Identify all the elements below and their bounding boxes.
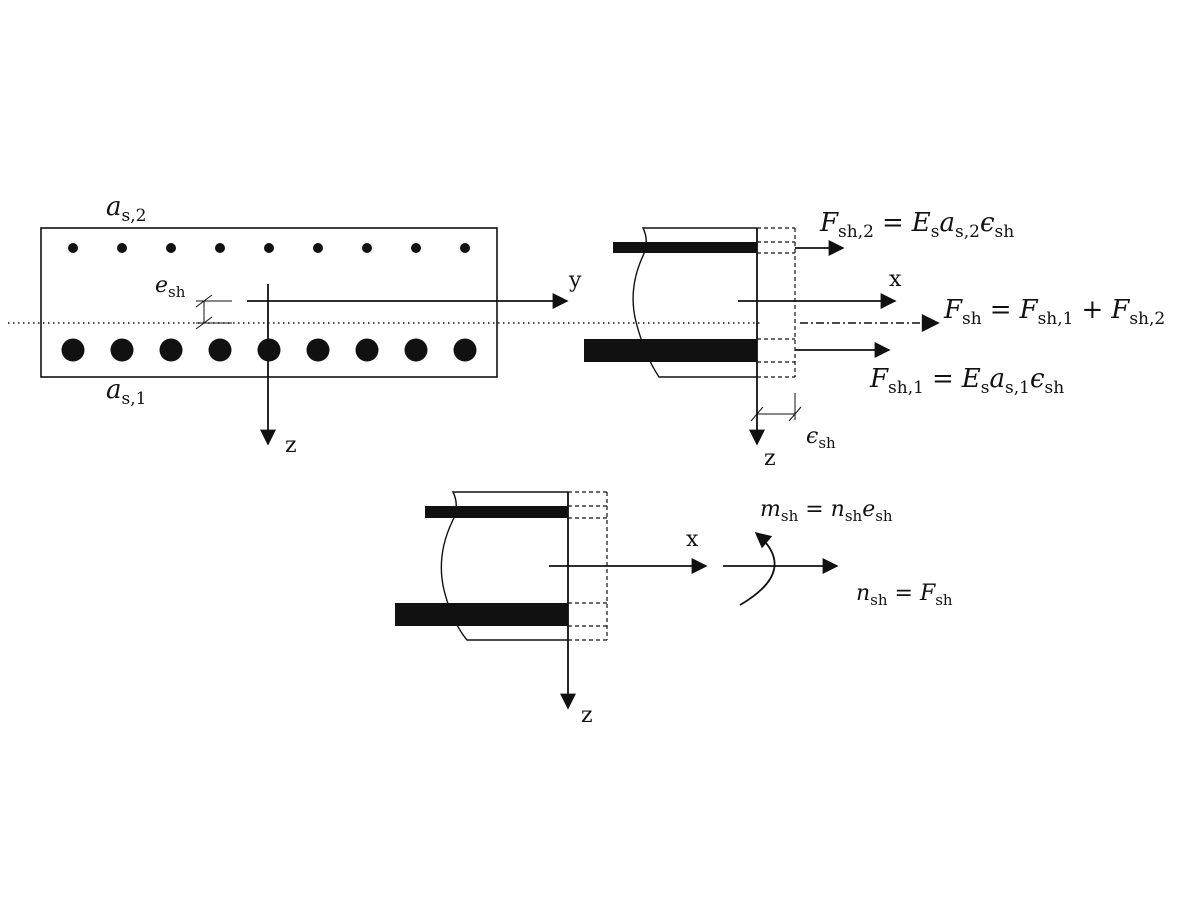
- bottom-rebar: [355, 338, 379, 362]
- bottom-rebar: [61, 338, 85, 362]
- side-view-steel-forces: x z ϵsh Fsh,2=Esas,2ϵsh Fsh=Fsh,1+Fsh,2 …: [584, 208, 1165, 471]
- eps-dimension-slash-left: [750, 406, 764, 422]
- equation-fsh2: Fsh,2=Esas,2ϵsh: [819, 208, 1014, 242]
- label-eps-sh: ϵsh: [806, 424, 836, 452]
- top-rebar: [411, 243, 421, 253]
- top-rebar: [166, 243, 176, 253]
- bottom-rebar: [306, 338, 330, 362]
- bottom-rebar: [257, 338, 281, 362]
- equation-fsh: Fsh=Fsh,1+Fsh,2: [943, 295, 1165, 329]
- bottom-rebar-row: [61, 338, 477, 362]
- label-x-axis-mid: x: [889, 267, 902, 292]
- equation-msh: msh=nshesh: [760, 497, 893, 525]
- equation-fsh1: Fsh,1=Esas,1ϵsh: [869, 364, 1064, 398]
- bottom-rebar: [110, 338, 134, 362]
- bottom-rebar: [404, 338, 428, 362]
- label-esh: esh: [155, 273, 186, 301]
- bottom-bar-bottom-view: [395, 603, 568, 626]
- label-x-axis-bottom: x: [686, 527, 699, 552]
- label-z-axis-mid: z: [764, 446, 776, 471]
- esh-dimension-slash-top: [195, 294, 213, 308]
- top-rebar: [264, 243, 274, 253]
- shrinkage-extension-dashed: [757, 227, 796, 378]
- top-bar-side: [613, 242, 757, 253]
- label-z-axis-left: z: [285, 433, 297, 458]
- top-rebar: [313, 243, 323, 253]
- top-rebar: [117, 243, 127, 253]
- top-rebar-row: [68, 243, 470, 253]
- esh-dimension-slash-bottom: [195, 316, 213, 330]
- top-rebar: [362, 243, 372, 253]
- top-bar-bottom-view: [425, 506, 568, 518]
- bottom-rebar: [159, 338, 183, 362]
- cross-section: as,2 as,1 esh y z: [8, 192, 760, 458]
- msh-moment-arrow: [739, 531, 776, 606]
- label-as1: as,1: [106, 375, 146, 409]
- eps-dimension-slash-right: [788, 406, 802, 422]
- section-outline: [40, 227, 498, 378]
- top-rebar: [460, 243, 470, 253]
- bottom-rebar: [208, 338, 232, 362]
- bottom-bar-side: [584, 339, 757, 362]
- top-rebar: [68, 243, 78, 253]
- equation-nsh: nsh=Fsh: [856, 581, 953, 609]
- top-rebar: [215, 243, 225, 253]
- label-y-axis: y: [568, 268, 582, 293]
- label-z-axis-bottom: z: [581, 703, 593, 728]
- label-as2: as,2: [106, 192, 146, 226]
- equivalent-section-forces: x z msh=nshesh nsh=Fsh: [395, 491, 953, 728]
- bottom-rebar: [453, 338, 477, 362]
